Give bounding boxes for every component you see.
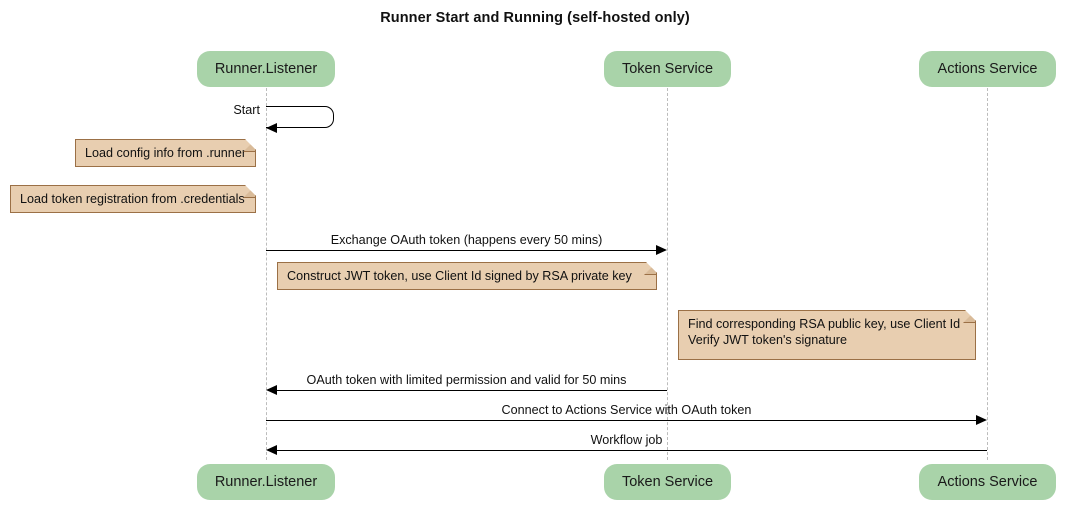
self-message-label: Start	[233, 103, 260, 117]
note-load-token-registration: Load token registration from .credential…	[10, 185, 256, 213]
arrowhead-right	[656, 245, 667, 255]
actor-token-service-top[interactable]: Token Service	[604, 51, 731, 87]
self-message-start-label-wrap: Start	[180, 103, 260, 119]
arrowhead-left	[266, 385, 277, 395]
message-line	[277, 450, 987, 451]
lifeline-token	[667, 88, 668, 460]
note-fold-corner	[644, 262, 657, 275]
lifeline-runner	[266, 88, 267, 460]
message-label: OAuth token with limited permission and …	[306, 373, 627, 387]
message-label: Workflow job	[590, 433, 663, 447]
note-verify-jwt: Find corresponding RSA public key, use C…	[678, 310, 976, 360]
actor-actions-service-bottom[interactable]: Actions Service	[919, 464, 1056, 500]
arrowhead-right	[976, 415, 987, 425]
arrowhead-left	[266, 445, 277, 455]
message-line	[266, 420, 976, 421]
arrowhead-left	[266, 122, 277, 133]
message-label: Connect to Actions Service with OAuth to…	[501, 403, 752, 417]
note-text-line-1: Find corresponding RSA public key, use C…	[688, 317, 961, 331]
note-text: Load config info from .runner	[85, 146, 247, 160]
actor-actions-service-top[interactable]: Actions Service	[919, 51, 1056, 87]
self-message-loop	[266, 106, 334, 128]
message-label: Exchange OAuth token (happens every 50 m…	[330, 233, 603, 247]
actor-label: Actions Service	[937, 61, 1038, 77]
note-text-line-2: Verify JWT token's signature	[688, 333, 847, 347]
actor-runner-listener-bottom[interactable]: Runner.Listener	[197, 464, 335, 500]
message-line	[277, 390, 667, 391]
note-construct-jwt: Construct JWT token, use Client Id signe…	[277, 262, 657, 290]
note-text: Construct JWT token, use Client Id signe…	[287, 269, 632, 283]
actor-label: Token Service	[621, 61, 714, 77]
note-load-config: Load config info from .runner	[75, 139, 256, 167]
diagram-title: Runner Start and Running (self-hosted on…	[380, 10, 690, 26]
actor-label: Runner.Listener	[214, 474, 318, 490]
note-text: Load token registration from .credential…	[20, 192, 245, 206]
actor-token-service-bottom[interactable]: Token Service	[604, 464, 731, 500]
actor-label: Actions Service	[937, 474, 1038, 490]
actor-label: Runner.Listener	[214, 61, 318, 77]
actor-label: Token Service	[621, 474, 714, 490]
actor-runner-listener-top[interactable]: Runner.Listener	[197, 51, 335, 87]
lifeline-actions	[987, 88, 988, 460]
self-message-start	[266, 106, 338, 133]
note-fold-corner	[243, 185, 256, 198]
message-line	[266, 250, 656, 251]
